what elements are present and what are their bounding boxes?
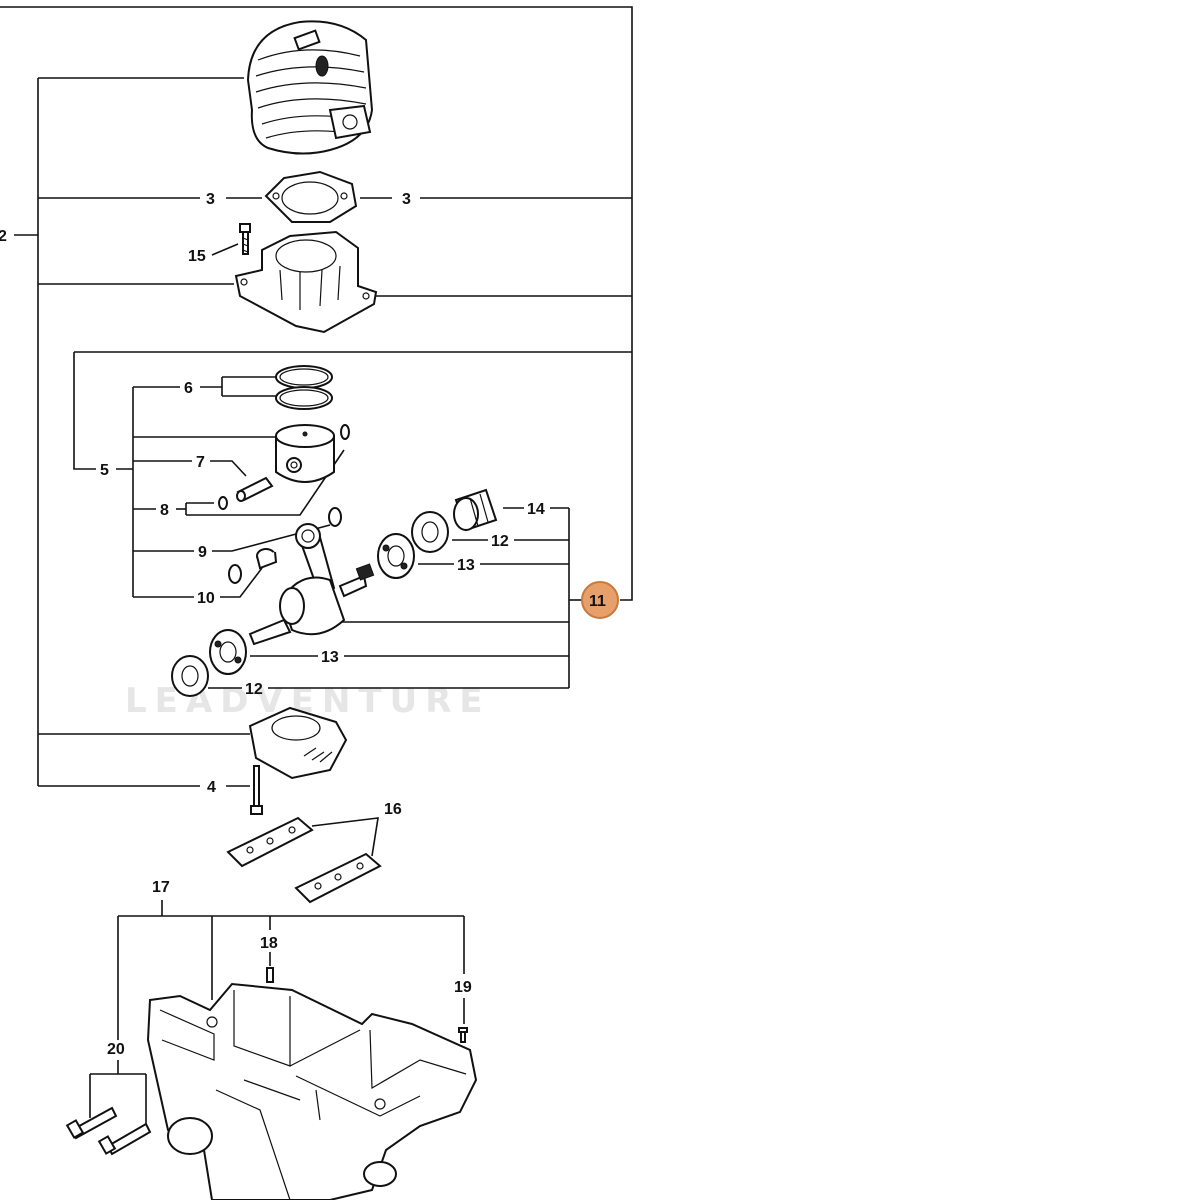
callout-19[interactable]: 19 [454,979,472,996]
bearing-13-lower[interactable] [209,629,247,675]
highlight-badge [581,581,619,619]
piston-rings[interactable] [275,365,333,410]
callout-14[interactable]: 14 [527,501,545,518]
callout-13-upper[interactable]: 13 [457,557,475,574]
callout-9[interactable]: 9 [198,544,207,561]
piston-part[interactable] [275,424,335,483]
piston-pin-part[interactable] [236,476,274,502]
crankcase-upper-part[interactable] [234,230,378,334]
callout-20[interactable]: 20 [107,1041,125,1058]
callout-3-right[interactable]: 3 [402,191,411,208]
washer-9[interactable] [228,507,342,584]
callout-11[interactable]: 11 [589,593,606,610]
pin-19[interactable] [458,1027,468,1043]
cylinder-part[interactable] [246,20,374,155]
screw-15[interactable] [239,223,251,255]
callout-13-lower[interactable]: 13 [321,649,339,666]
screw-4[interactable] [250,765,263,815]
seal-12-upper[interactable] [411,511,449,553]
circlip-part[interactable] [218,424,350,510]
callout-16[interactable]: 16 [384,801,402,818]
callout-8[interactable]: 8 [160,502,169,519]
callout-17[interactable]: 17 [152,879,170,896]
callout-18[interactable]: 18 [260,935,278,952]
plate-16-b[interactable] [294,852,382,904]
callout-4[interactable]: 4 [207,779,216,796]
gasket-part[interactable] [264,170,358,223]
crankshaft-part[interactable] [248,523,375,646]
seal-12-lower[interactable] [171,655,209,697]
callout-5[interactable]: 5 [100,462,109,479]
needle-cage-part[interactable] [256,548,278,570]
leader-lines [0,6,633,1126]
callout-10[interactable]: 10 [197,590,215,607]
pin-18[interactable] [266,967,274,983]
sleeve-14[interactable] [453,488,498,532]
callout-7[interactable]: 7 [196,454,205,471]
callout-12-upper[interactable]: 12 [491,533,509,550]
crankcase-lower-part[interactable] [248,706,348,780]
callout-15[interactable]: 15 [188,248,206,265]
callout-6[interactable]: 6 [184,380,193,397]
bolt-20[interactable] [65,1106,152,1156]
callout-2[interactable]: 2 [0,228,7,245]
plate-16-a[interactable] [226,816,314,868]
callout-3-left[interactable]: 3 [206,191,215,208]
housing-17[interactable] [146,982,478,1200]
callout-11-highlight[interactable]: 11 [581,581,619,619]
bearing-13-upper[interactable] [377,533,415,579]
callouts: 2 3 3 15 6 5 7 8 9 10 14 12 13 13 12 4 1… [0,191,619,1058]
callout-12-lower[interactable]: 12 [245,681,263,698]
